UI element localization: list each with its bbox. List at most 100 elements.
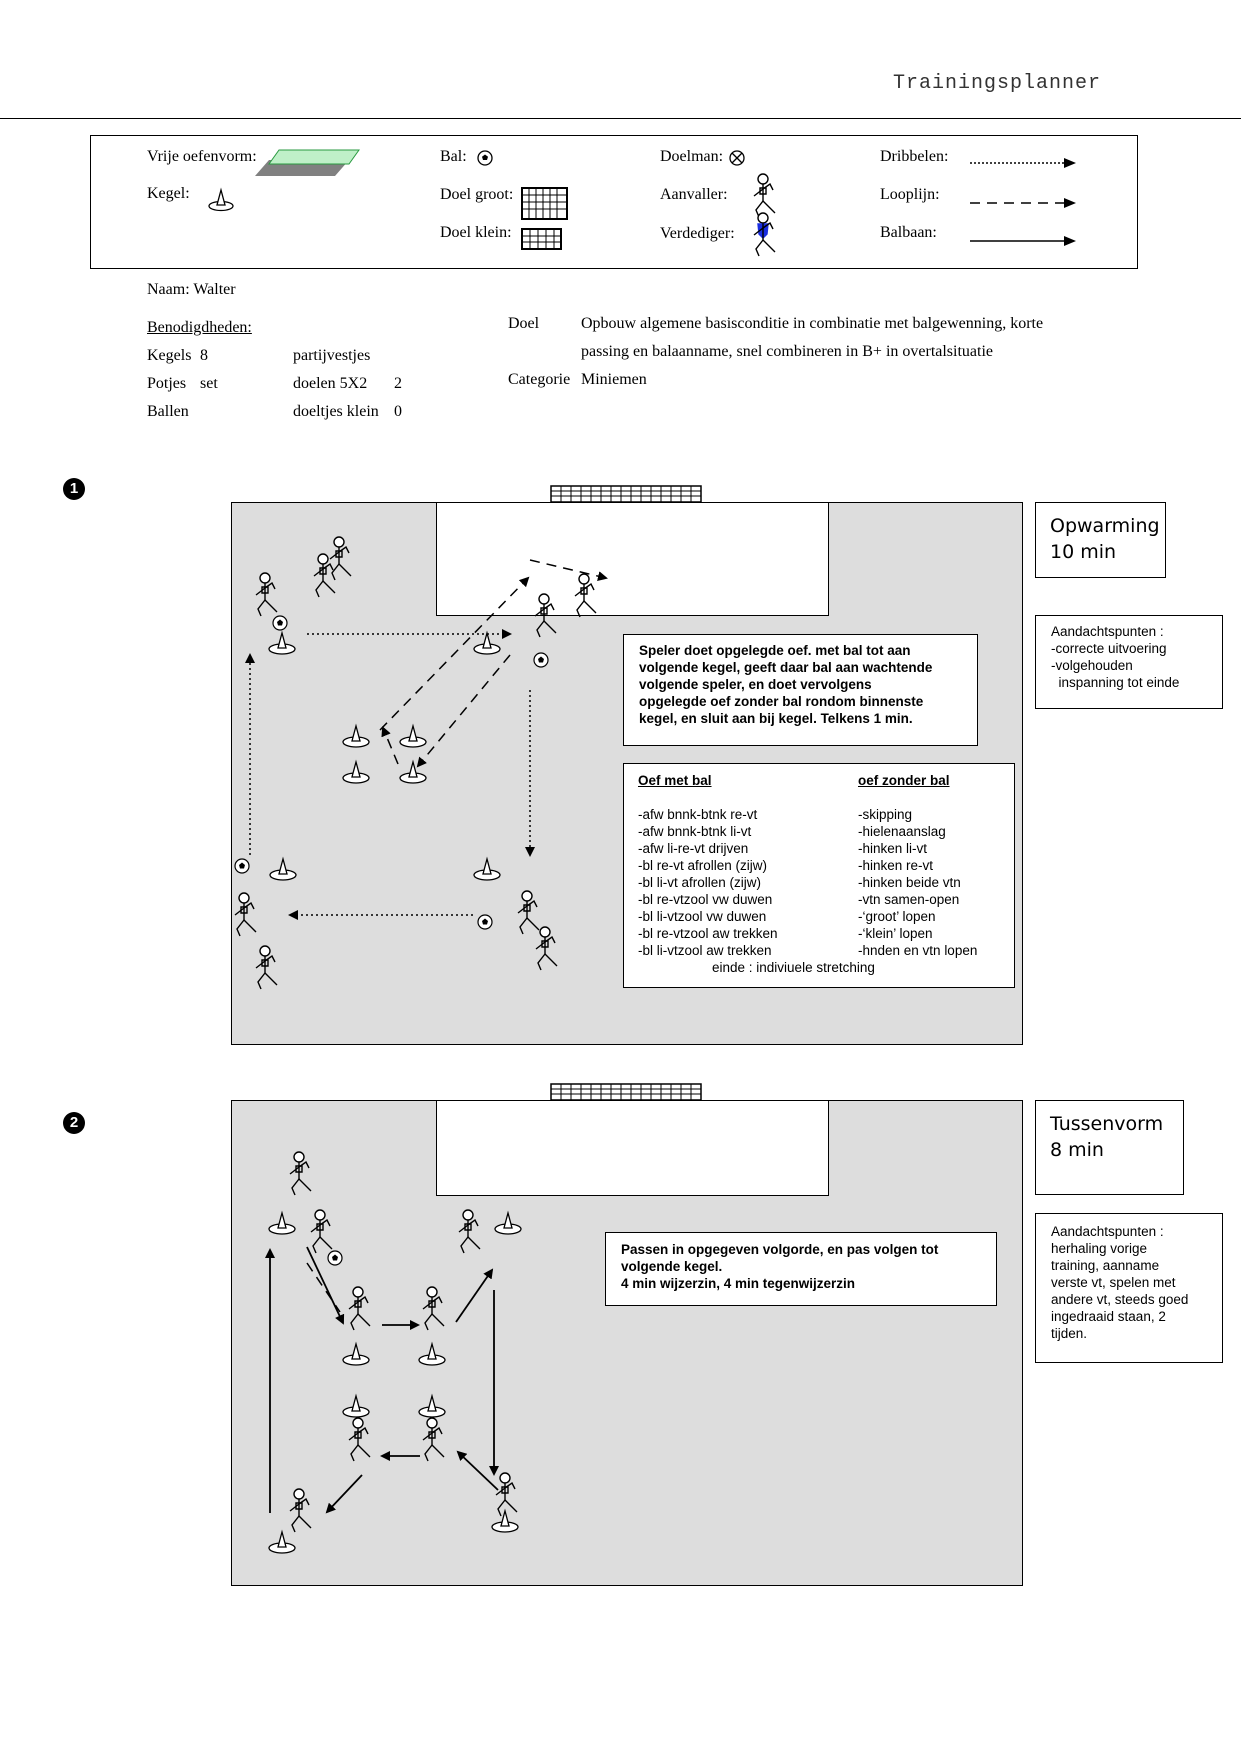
aandacht-line: verste vt, spelen met [1051, 1275, 1176, 1290]
aandacht-line: Aandachtspunten : [1051, 1224, 1164, 1239]
list-item: -vtn samen-open [858, 892, 960, 907]
doel-text-line-1: Opbouw algemene basisconditie in combina… [581, 315, 1044, 332]
doel-label: Doel [508, 315, 540, 332]
list-item: -bl re-vt afrollen (zijw) [638, 858, 768, 873]
col1-list: -afw bnnk-btnk re-vt -afw bnnk-btnk li-v… [638, 806, 778, 959]
run-line-icon [970, 198, 1076, 208]
exercise-1-aandacht-box: Aandachtspunten : -correcte uitvoering -… [1035, 615, 1223, 709]
categorie-label: Categorie [508, 371, 571, 388]
benodigdheden-heading: Benodigdheden: [147, 319, 252, 336]
exercise-2-description: Passen in opgegeven volgorde, en pas vol… [605, 1232, 997, 1306]
aandacht-line: tijden. [1051, 1326, 1088, 1341]
col1-header: Oef met bal [638, 773, 712, 788]
legend-dribbelen-label: Dribbelen: [880, 148, 949, 165]
potjes-value: set [200, 375, 218, 392]
vrije-oefenvorm-icon [255, 149, 360, 176]
exercise-1-description: Speler doet opgelegde oef. met bal tot a… [623, 634, 978, 746]
exercise-2-title-box: Tussenvorm 8 min [1035, 1100, 1184, 1195]
desc-line: kegel, en sluit aan bij kegel. Telkens 1… [639, 711, 913, 726]
exercise-number-1: 1 [63, 478, 85, 500]
desc-line: volgende kegel. [621, 1259, 723, 1274]
page-title: Trainingsplanner [893, 72, 1102, 95]
doelen-label: doelen 5X2 [293, 375, 368, 392]
desc-line: 4 min wijzerzin, 4 min tegenwijzerzin [621, 1276, 856, 1291]
exercise-2-duration: 8 min [1050, 1139, 1104, 1161]
desc-line: volgende speler, en doet vervolgens [639, 677, 872, 692]
exercise-1-title-box: Opwarming 10 min [1035, 502, 1166, 578]
aandacht-line: -volgehouden [1051, 658, 1133, 673]
list-item: -hinken beide vtn [858, 875, 961, 890]
legend-verdediger-label: Verdediger: [660, 225, 735, 242]
einde-line: einde : indiviuele stretching [712, 960, 875, 975]
kegels-value: 8 [200, 347, 208, 364]
list-item: -‘groot’ lopen [858, 909, 936, 924]
doelen-value: 2 [394, 375, 402, 392]
aandacht-line: -correcte uitvoering [1051, 641, 1167, 656]
exercise-number-2: 2 [63, 1112, 85, 1134]
exercise-1-title: Opwarming [1050, 515, 1160, 537]
doeltjes-label: doeltjes klein [293, 403, 379, 420]
exercise-2-aandacht-box: Aandachtspunten : herhaling vorige train… [1035, 1213, 1223, 1363]
potjes-label: Potjes [147, 375, 187, 392]
legend-bal-label: Bal: [440, 148, 467, 165]
kegels-label: Kegels [147, 347, 192, 364]
legend-doel-klein-label: Doel klein: [440, 224, 512, 241]
goalkeeper-icon [729, 150, 745, 166]
exercise-2-title: Tussenvorm [1050, 1113, 1164, 1135]
aandacht-line: inspanning tot einde [1051, 675, 1180, 690]
aandacht-line: ingedraaid staan, 2 [1051, 1309, 1166, 1324]
exercise-1-oefeningen-box [623, 763, 1015, 988]
col2-header: oef zonder bal [858, 773, 950, 788]
desc-line: Passen in opgegeven volgorde, en pas vol… [621, 1242, 939, 1257]
legend-aanvaller-label: Aanvaller: [660, 186, 728, 203]
ballen-label: Ballen [147, 403, 189, 420]
header-divider [0, 118, 1241, 119]
list-item: -afw li-re-vt drijven [638, 841, 749, 856]
col2-list: -skipping -hielenaanslag -hinken li-vt -… [858, 806, 977, 959]
list-item: -bl re-vtzool aw trekken [638, 926, 778, 941]
legend-balbaan-label: Balbaan: [880, 224, 937, 241]
partijvestjes-label: partijvestjes [293, 347, 371, 364]
list-item: -afw bnnk-btnk re-vt [638, 807, 758, 822]
exercise-1-duration: 10 min [1050, 541, 1117, 563]
exercise-1-penalty-area [436, 502, 829, 616]
exercise-2-penalty-area [436, 1100, 829, 1196]
list-item: -‘klein’ lopen [858, 926, 933, 941]
list-item: -hnden en vtn lopen [858, 943, 978, 958]
legend-kegel-label: Kegel: [147, 185, 190, 202]
list-item: -bl re-vtzool vw duwen [638, 892, 773, 907]
legend-vrije-label: Vrije oefenvorm: [147, 148, 257, 165]
doel-text-line-2: passing en balaanname, snel combineren i… [581, 343, 994, 360]
categorie-value: Miniemen [581, 371, 647, 388]
list-item: -bl li-vtzool aw trekken [638, 943, 772, 958]
naam: Naam: Walter [147, 281, 236, 298]
desc-line: volgende kegel, geeft daar bal aan wacht… [639, 660, 933, 675]
list-item: -hinken re-vt [858, 858, 934, 873]
ball-icon [477, 150, 493, 166]
exercise-2-goal [550, 1083, 702, 1101]
goal-large-icon [521, 187, 568, 220]
legend-looplijn-label: Looplijn: [880, 186, 940, 203]
list-item: -hinken li-vt [858, 841, 928, 856]
list-item: -bl li-vt afrollen (zijw) [638, 875, 762, 890]
list-item: -bl li-vtzool vw duwen [638, 909, 767, 924]
aandacht-line: herhaling vorige [1051, 1241, 1148, 1256]
aandacht-line: training, aanname [1051, 1258, 1160, 1273]
doeltjes-value: 0 [394, 403, 402, 420]
desc-line: opgelegde oef zonder bal rondom binnenst… [639, 694, 924, 709]
goal-small-icon [521, 228, 562, 250]
cone-icon [208, 187, 234, 212]
legend-doel-groot-label: Doel groot: [440, 186, 514, 203]
aandacht-line: Aandachtspunten : [1051, 624, 1164, 639]
list-item: -skipping [858, 807, 913, 822]
desc-line: Speler doet opgelegde oef. met bal tot a… [639, 643, 911, 658]
exercise-1-goal [550, 485, 702, 503]
legend-doelman-label: Doelman: [660, 148, 724, 165]
aandacht-line: andere vt, steeds goed [1051, 1292, 1189, 1307]
list-item: -hielenaanslag [858, 824, 946, 839]
list-item: -afw bnnk-btnk li-vt [638, 824, 752, 839]
legend-box [90, 135, 1138, 269]
dribble-line-icon [970, 158, 1076, 168]
